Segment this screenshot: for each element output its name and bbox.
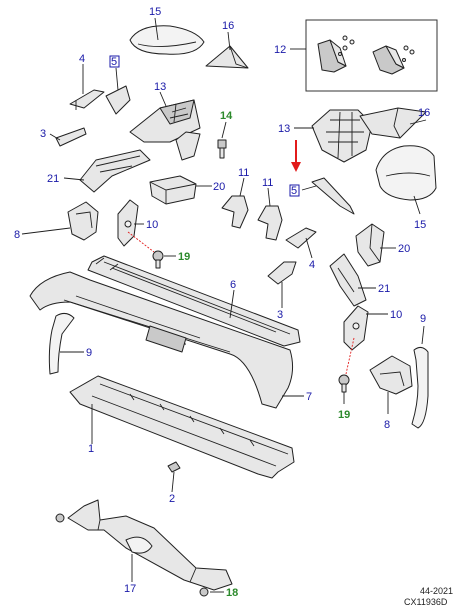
leader-2	[171, 471, 175, 493]
panel-1	[69, 375, 295, 479]
bolt-19-left	[152, 250, 164, 269]
leader-11b	[267, 187, 271, 207]
leader-red-19b	[345, 337, 355, 375]
attention-arrow	[291, 140, 301, 172]
leader-13a	[159, 91, 167, 107]
strip-5-right	[311, 177, 355, 215]
hose-9-right	[411, 346, 429, 429]
callout-3b: 3	[277, 309, 283, 321]
callout-15a: 15	[149, 6, 161, 18]
callout-8b: 8	[384, 419, 390, 431]
callout-21b: 21	[378, 283, 390, 295]
leader-15a	[154, 17, 159, 41]
callout-16b: 16	[418, 107, 430, 119]
callout-1: 1	[88, 443, 94, 455]
leader-3a	[49, 133, 61, 141]
bracket-11-a	[221, 195, 249, 229]
leader-21a	[63, 177, 85, 181]
panel-7	[29, 271, 294, 409]
callout-5b: 5	[291, 185, 297, 197]
leader-5b	[301, 185, 317, 191]
leader-16a	[227, 31, 231, 51]
callout-3a: 3	[40, 128, 46, 140]
leader-8a	[21, 227, 71, 235]
leader-red-19a	[127, 231, 155, 253]
callout-21a: 21	[47, 173, 59, 185]
reference-code: 44-2021	[420, 586, 453, 596]
callout-4b: 4	[309, 259, 315, 271]
callout-5a: 5	[111, 56, 117, 68]
nut-18-right	[199, 587, 209, 597]
hose-9-left	[48, 312, 75, 375]
clip-4-left	[69, 89, 105, 109]
callout-9b: 9	[420, 313, 426, 325]
callout-17: 17	[124, 583, 136, 595]
callout-11b: 11	[262, 177, 273, 189]
callout-8a: 8	[14, 229, 20, 241]
callout-10a: 10	[146, 219, 158, 231]
bracket-11-b	[257, 205, 283, 241]
callout-6: 6	[230, 279, 236, 291]
leader-11a	[239, 177, 245, 197]
callout-box-5b	[289, 184, 300, 197]
inset-detail-12	[305, 19, 438, 92]
nut-18-left	[55, 513, 65, 523]
callout-14: 14	[220, 110, 233, 122]
pad-8-right	[369, 355, 413, 395]
callout-16a: 16	[222, 20, 234, 32]
bolt-19-right	[338, 374, 350, 393]
callout-12: 12	[274, 44, 286, 56]
pad-15-upper	[129, 25, 205, 55]
callout-box-5a	[109, 55, 120, 68]
callout-20b: 20	[398, 243, 410, 255]
clip-4-right	[285, 227, 317, 249]
pad-8-left	[67, 201, 99, 241]
callout-7: 7	[306, 391, 312, 403]
leader-15b	[413, 195, 421, 215]
wedge-16-right	[359, 107, 427, 139]
leader-16b	[409, 119, 427, 125]
channel-21-left	[79, 149, 151, 193]
cowl-6	[87, 255, 301, 347]
channel-21-right	[329, 253, 367, 307]
bolt-14	[217, 139, 227, 159]
callout-10b: 10	[390, 309, 402, 321]
callout-19a: 19	[178, 251, 190, 263]
callout-19b: 19	[338, 409, 350, 421]
leader-6	[229, 289, 235, 319]
callout-13a: 13	[154, 81, 166, 93]
seal-5-left	[105, 85, 131, 115]
strip-3-right	[267, 261, 297, 285]
callout-4a: 4	[79, 53, 85, 65]
leader-4b	[305, 237, 313, 259]
bracket-20-left	[149, 175, 197, 205]
leader-5a	[115, 67, 119, 91]
callout-2: 2	[169, 493, 175, 505]
callout-9a: 9	[86, 347, 92, 359]
figure-id: CX11936D	[404, 597, 448, 607]
callout-13b: 13	[278, 123, 290, 135]
callout-18: 18	[226, 587, 238, 599]
callout-15b: 15	[414, 219, 426, 231]
clip-2	[167, 461, 181, 473]
callout-11a: 11	[238, 167, 249, 179]
bracket-13-right	[311, 109, 373, 163]
leader-14	[221, 121, 227, 139]
leader-9b	[421, 325, 425, 345]
wedge-16-upper	[205, 45, 249, 69]
callout-20a: 20	[213, 181, 225, 193]
strip-3-left	[55, 127, 87, 147]
